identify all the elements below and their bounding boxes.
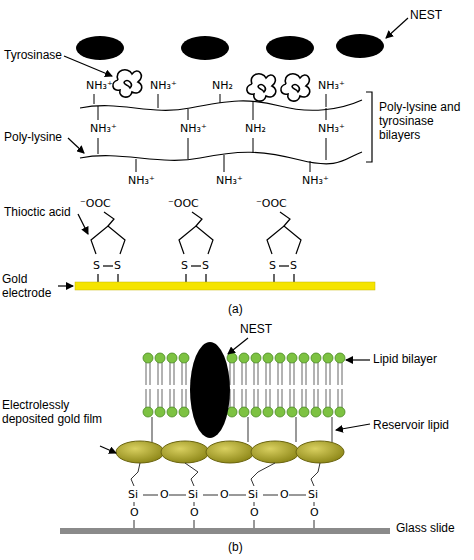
amine-group: NH₃⁺ [86, 79, 113, 93]
silane-bonds [131, 463, 320, 528]
oxygen-atom: O [160, 488, 169, 502]
amine-group: NH₃⁺ [128, 174, 155, 188]
part-label: Lipid bilayer [373, 352, 437, 366]
glass-slide-bar [60, 528, 390, 534]
amine-group: NH₂ [245, 122, 266, 136]
bracket-label: Poly-lysine and tyrosinase bilayers [379, 100, 471, 142]
amine-bonds [94, 94, 326, 172]
sulfur-atom: S [93, 259, 100, 273]
lipid-bilayer [143, 353, 345, 442]
oxygen-atom: O [130, 506, 139, 520]
carboxylate-group: ⁻OOC [256, 197, 287, 211]
sulfur-atom: S [114, 259, 121, 273]
amine-group: NH₃⁺ [90, 122, 117, 136]
silicon-atom: Si [308, 488, 318, 502]
carboxylate-group: ⁻OOC [168, 197, 199, 211]
gold-film [116, 441, 344, 463]
nest-label: NEST [240, 322, 272, 336]
amine-group: NH₃⁺ [216, 174, 243, 188]
tyrosinase-blobs [113, 70, 310, 101]
gold-electrode-bar [75, 282, 375, 290]
oxygen-atom: O [250, 506, 259, 520]
part-label: Tyrosinase [4, 48, 62, 62]
silicon-atom: Si [248, 488, 258, 502]
sulfur-atom: S [269, 259, 276, 273]
silicon-atom: Si [188, 488, 198, 502]
amine-group: NH₃⁺ [302, 174, 329, 188]
sulfur-atom: S [181, 259, 188, 273]
part-label: Poly-lysine [4, 130, 62, 144]
nest-oval-b [190, 342, 230, 438]
panel-label: (b) [228, 540, 243, 554]
sulfur-atom: S [290, 259, 297, 273]
oxygen-atom: O [190, 506, 199, 520]
part-label: Glass slide [396, 521, 455, 535]
part-label: Thioctic acid [4, 205, 71, 219]
oxygen-atom: O [280, 488, 289, 502]
part-label: Electrolessly deposited gold film [2, 398, 114, 426]
part-label: Reservoir lipid [373, 418, 449, 432]
amine-group: NH₃⁺ [318, 122, 345, 136]
part-label: Gold electrode [2, 272, 58, 300]
silicon-atom: Si [128, 488, 138, 502]
amine-group: NH₂ [212, 79, 233, 93]
bracket [366, 92, 372, 162]
amine-group: NH₃⁺ [318, 79, 345, 93]
poly-lysine-chains [80, 100, 362, 164]
sulfur-atom: S [202, 259, 209, 273]
leader-arrows-a [58, 18, 408, 286]
amine-group: NH₃⁺ [150, 79, 177, 93]
oxygen-atom: O [220, 488, 229, 502]
carboxylate-group: ⁻OOC [80, 197, 111, 211]
thioctic-acid-rings [91, 212, 301, 282]
panel-label: (a) [228, 302, 243, 316]
nest-ovals-a [76, 34, 384, 60]
leader-arrows-b [100, 338, 370, 453]
oxygen-atom: O [310, 506, 319, 520]
nest-label: NEST [410, 8, 442, 22]
amine-group: NH₃⁺ [180, 122, 207, 136]
